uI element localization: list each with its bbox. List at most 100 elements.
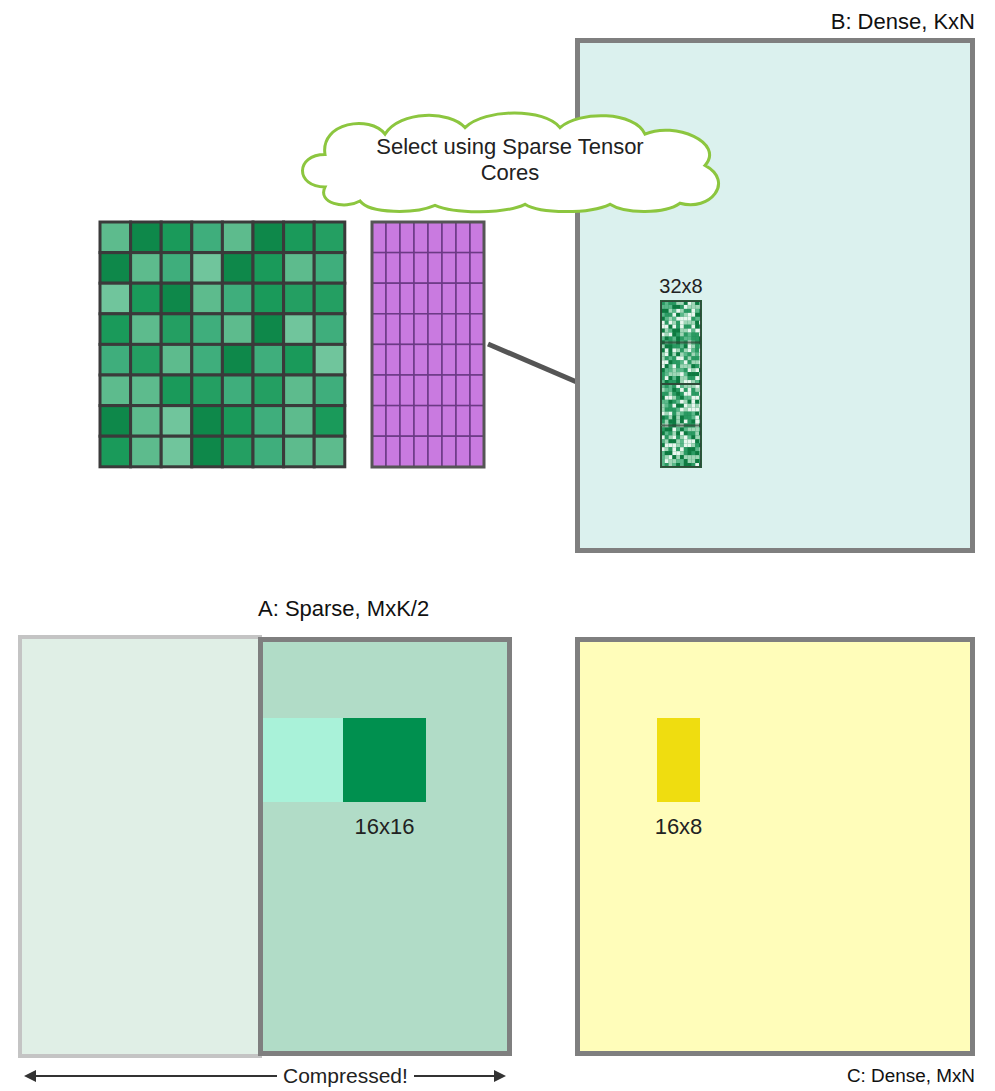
metadata-cell xyxy=(456,314,470,345)
metadata-cell xyxy=(386,436,400,467)
node-label: 16x16 xyxy=(355,814,415,840)
metadata-cell xyxy=(442,406,456,437)
matrix-cell xyxy=(222,314,253,345)
matrix-cell xyxy=(100,436,131,467)
metadata-cell xyxy=(414,253,428,284)
compressed-arrow xyxy=(26,1075,504,1077)
matrix-cell xyxy=(284,253,315,284)
metadata-cell xyxy=(442,314,456,345)
metadata-cell xyxy=(372,222,386,253)
metadata-cell xyxy=(372,314,386,345)
matrix-cell xyxy=(131,283,162,314)
mint-half-tile xyxy=(263,718,343,802)
metadata-cell xyxy=(386,375,400,406)
metadata-cell xyxy=(414,283,428,314)
metadata-cell xyxy=(428,436,442,467)
matrix-cell xyxy=(131,436,162,467)
metadata-cell xyxy=(442,222,456,253)
node-label: 16x8 xyxy=(655,814,703,840)
metadata-cell xyxy=(414,436,428,467)
metadata-cell xyxy=(428,314,442,345)
node-label: C: Dense, MxN xyxy=(847,1065,975,1088)
metadata-cell xyxy=(386,406,400,437)
matrix-cell xyxy=(131,406,162,437)
node-label: 32x8 xyxy=(659,274,702,298)
matrix-cell xyxy=(100,222,131,253)
metadata-cell xyxy=(428,375,442,406)
matrix-cell xyxy=(131,344,162,375)
matrix-cell xyxy=(314,375,345,406)
matrix-cell xyxy=(314,222,345,253)
metadata-cell xyxy=(414,406,428,437)
matrix-cell xyxy=(192,253,223,284)
matrix-cell xyxy=(192,314,223,345)
matrix-cell xyxy=(100,253,131,284)
metadata-cell xyxy=(372,283,386,314)
metadata-cell xyxy=(428,283,442,314)
matrix-cell xyxy=(284,406,315,437)
metadata-cell xyxy=(442,344,456,375)
tile-32x8: 32x8 xyxy=(660,300,702,468)
matrix-cell xyxy=(100,283,131,314)
matrix-cell xyxy=(222,283,253,314)
metadata-cell xyxy=(442,375,456,406)
matrix-cell xyxy=(161,253,192,284)
matrix-cell xyxy=(161,406,192,437)
metadata-cell xyxy=(470,222,484,253)
matrix-cell xyxy=(100,344,131,375)
matrix-cell xyxy=(131,253,162,284)
metadata-cell xyxy=(400,222,414,253)
matrix-cell xyxy=(314,436,345,467)
metadata-cell xyxy=(400,314,414,345)
dense-matrix-c: C: Dense, MxN16x8 xyxy=(575,637,975,1056)
matrix-cell xyxy=(314,344,345,375)
metadata-cell xyxy=(414,314,428,345)
matrix-cell xyxy=(192,344,223,375)
metadata-cell xyxy=(442,283,456,314)
matrix-cell xyxy=(284,344,315,375)
metadata-cell xyxy=(372,406,386,437)
node-label: B: Dense, KxN xyxy=(831,9,975,35)
matrix-cell xyxy=(161,344,192,375)
matrix-cell xyxy=(253,222,284,253)
matrix-cell xyxy=(161,222,192,253)
matrix-cell xyxy=(253,344,284,375)
metadata-cell xyxy=(470,406,484,437)
metadata-cell xyxy=(414,375,428,406)
matrix-cell xyxy=(314,253,345,284)
metadata-cell xyxy=(400,436,414,467)
metadata-grid xyxy=(372,222,484,467)
metadata-cell xyxy=(372,253,386,284)
matrix-cell xyxy=(100,406,131,437)
uncompressed-region xyxy=(20,637,260,1056)
matrix-cell xyxy=(253,314,284,345)
matrix-cell xyxy=(131,222,162,253)
node-label: Select using Sparse Tensor Cores xyxy=(355,134,665,187)
matrix-cell xyxy=(314,406,345,437)
metadata-cell xyxy=(456,222,470,253)
metadata-cell xyxy=(372,375,386,406)
tile-pattern xyxy=(661,301,701,467)
metadata-cell xyxy=(428,222,442,253)
matrix-cell xyxy=(131,375,162,406)
matrix-cell xyxy=(284,314,315,345)
sparse-matrix-a: A: Sparse, MxK/216x16 xyxy=(258,637,512,1056)
matrix-cell xyxy=(222,375,253,406)
metadata-cell xyxy=(372,344,386,375)
metadata-cell xyxy=(456,436,470,467)
metadata-cell xyxy=(456,406,470,437)
metadata-cell xyxy=(470,253,484,284)
metadata-cell xyxy=(386,222,400,253)
metadata-cell xyxy=(400,375,414,406)
matrix-cell xyxy=(253,375,284,406)
matrix-cell xyxy=(222,436,253,467)
metadata-cell xyxy=(428,253,442,284)
metadata-cell xyxy=(456,283,470,314)
matrix-cell xyxy=(314,283,345,314)
matrix-cell xyxy=(253,283,284,314)
matrix-cell xyxy=(100,375,131,406)
metadata-cell xyxy=(372,436,386,467)
matrix-cell xyxy=(284,375,315,406)
matrix-cell xyxy=(253,406,284,437)
